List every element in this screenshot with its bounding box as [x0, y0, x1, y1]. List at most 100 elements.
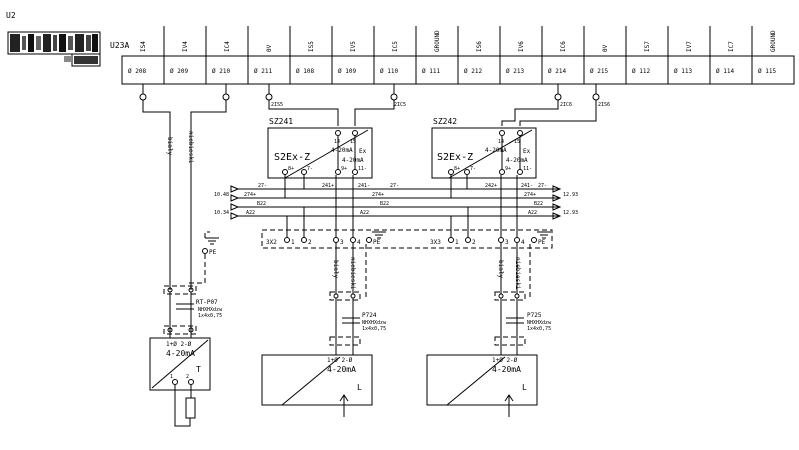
pe-shield-wire [188, 254, 206, 284]
terminal-block-label: 3X2 [266, 239, 277, 246]
cable-tag: RT-P07 [196, 299, 218, 306]
resistor-icon [185, 397, 196, 419]
barrier-sz242: SZ242 14 15 4-20mA S2Ex-Z Ex 4-20mA 8+ 7… [431, 117, 537, 179]
strip-signal-label: IS7 [644, 41, 651, 52]
barrier-ex: Ex [359, 148, 367, 155]
ground-icon [537, 231, 551, 239]
strip-terminal-number: Ø 212 [464, 68, 482, 75]
terminal-num: 3 [505, 239, 509, 246]
field-cables [329, 243, 531, 355]
strip-signal-label: IS5 [308, 41, 315, 52]
transmitter-terms: 1+Ø 2-Ø [327, 357, 353, 364]
strip-terminal-number: Ø 210 [212, 68, 230, 75]
strip-terminal-number: Ø 108 [296, 68, 314, 75]
cable-spec: NHXHXdzw [362, 320, 387, 326]
terminal-pe: PE [373, 239, 381, 246]
cable-spec: NHXHXdzw [198, 307, 223, 313]
plc-rack-thumbnail [7, 31, 101, 67]
wire-color-label: biały [497, 260, 504, 278]
transmitter-terms: 1+Ø 2-Ø [166, 341, 192, 348]
cable-spec: 1x4x0,75 [362, 326, 386, 332]
strip-terminal-number: Ø 111 [422, 68, 440, 75]
barrier-range: 4-20mA [342, 157, 364, 164]
wire-label-2is6: 2IS6 [598, 102, 610, 108]
barrier-term: 15 [350, 139, 356, 145]
strip-terminal-number: Ø 114 [716, 68, 734, 75]
wire-color-label: niebieski [514, 257, 521, 290]
transmitter-term-num: 2 [186, 374, 189, 380]
barrier-term: 9+ [505, 166, 511, 172]
strip-terminal-number: Ø 209 [170, 68, 188, 75]
wire-color-label: biały [166, 137, 173, 155]
strip-terminal-number: Ø 211 [254, 68, 272, 75]
barrier-term: 7- [470, 166, 476, 172]
device-label: U2 [6, 11, 16, 20]
wire-color-label: niebieski [349, 257, 356, 290]
barrier-range: 4-20mA [331, 147, 353, 154]
bus-ref-left: 10.48 [214, 192, 229, 198]
barrier-tag: SZ242 [433, 117, 457, 126]
transmitter-range: 4-20mA [166, 349, 195, 358]
bus-ref-right: 12.93 [563, 192, 578, 198]
barrier-term: 11- [358, 166, 367, 172]
strip-terminal-number: Ø 110 [380, 68, 398, 75]
barrier-term: 8+ [454, 166, 460, 172]
barrier-model: S2Ex-Z [274, 152, 310, 163]
transmitter-term-num: 1 [170, 374, 173, 380]
barrier-sz241: SZ241 14 15 4-20mA S2Ex-Z Ex 4-20mA 8+ 7… [267, 117, 373, 179]
field-cable-left [163, 285, 197, 338]
strip-signal-label: IV7 [686, 41, 693, 52]
terminal-num: 1 [291, 239, 295, 246]
strip-terminal-number: Ø 115 [758, 68, 776, 75]
strip-signal-label: IV4 [182, 41, 189, 52]
barrier-term: 7- [307, 166, 313, 172]
terminal-block-label: 3X3 [430, 239, 441, 246]
bus-line-label: 27- [538, 183, 547, 189]
wire-label-2ic6: 2IC6 [560, 102, 572, 108]
terminal-blocks: 3X2 1 2 3 4 PE 3X3 1 2 3 4 PE [266, 175, 546, 246]
bus-line-label: 274+ [244, 192, 256, 198]
pe-label: PE [209, 249, 217, 256]
terminal-strip-cells: IS4 Ø 208 IV4 Ø 209 IC4 Ø 210 0V Ø 211 IS5 Ø 108 I… [128, 26, 777, 84]
bus-line-label: A22 [246, 210, 255, 216]
barrier-term: 11- [523, 166, 532, 172]
strip-signal-label: IC7 [728, 41, 735, 52]
barrier-tag: SZ241 [269, 117, 293, 126]
barrier-ex: Ex [523, 148, 531, 155]
bus-line-label: A22 [360, 210, 369, 216]
transmitter-terms: 1+Ø 2-Ø [492, 357, 518, 364]
barrier-term: 8+ [288, 166, 294, 172]
wire-label-2ic5: 2IC5 [394, 102, 406, 108]
terminal-num: 2 [308, 239, 312, 246]
strip-signal-label: IC6 [560, 41, 567, 52]
barrier-range: 4-20mA [506, 157, 528, 164]
strip-signal-label: IS4 [140, 41, 147, 52]
wire-label-2is5: 2IS5 [271, 102, 283, 108]
barrier-term: 9+ [341, 166, 347, 172]
terminal-num: 1 [455, 239, 459, 246]
strip-terminal-number: Ø 214 [548, 68, 566, 75]
strip-label: U23A [110, 41, 129, 50]
ground-icon [204, 231, 219, 245]
transmitter-t: 1+Ø 2-Ø 4-20mA T 1 2 [149, 337, 211, 427]
strip-terminal-number: Ø 208 [128, 68, 146, 75]
terminal-num: 4 [357, 239, 361, 246]
strip-signal-label: IV6 [518, 41, 525, 52]
bus-line-label: 27- [258, 183, 267, 189]
bus-wire-label: 242+ [485, 183, 497, 189]
barrier-term: 14 [334, 139, 340, 145]
bus-wire-label: 241- [358, 183, 370, 189]
bus-line-label: 274+ [524, 192, 536, 198]
strip-signal-label: IC4 [224, 41, 231, 52]
bus-wire-label: 241- [521, 183, 533, 189]
ground-icon [372, 231, 386, 239]
strip-terminal-number: Ø 215 [590, 68, 608, 75]
transmitter-l-2: 1+Ø 2-Ø 4-20mA L [426, 354, 538, 417]
barrier-term: 15 [514, 139, 520, 145]
cable-spec: 1x4x0,75 [527, 326, 551, 332]
bus-wire-label: 241+ [322, 183, 334, 189]
transmitter-letter: L [357, 383, 362, 392]
bus-line-label: A22 [528, 210, 537, 216]
barrier-range: 4-20mA [485, 147, 507, 154]
strip-signal-label: 0V [266, 44, 273, 52]
